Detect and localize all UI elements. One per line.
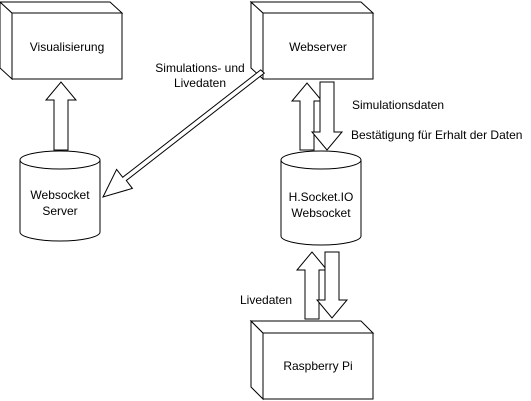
edge-label-sim-live-2: Livedaten — [174, 76, 226, 90]
websocket-server-label-2: Server — [42, 204, 77, 218]
arrow-webserver-to-hsocket — [310, 81, 344, 151]
arrow-hsocket-to-raspberry — [315, 251, 349, 319]
webserver-box: Webserver — [249, 0, 375, 81]
edge-label-simulationsdaten: Simulationsdaten — [352, 98, 444, 112]
webserver-label: Webserver — [289, 40, 347, 54]
visualisierung-box: Visualisierung — [0, 1, 124, 81]
arrow-to-visualisierung — [44, 81, 78, 151]
arrow-hsocket-to-webserver — [290, 82, 324, 151]
edge-label-bestaetigung: Bestätigung für Erhalt der Daten — [351, 128, 522, 142]
hsocket-label-2: Websocket — [291, 206, 351, 220]
hsocket-label-1: H.Socket.IO — [289, 190, 354, 204]
arrow-webserver-to-websocket-server — [102, 69, 266, 198]
raspberry-pi-label: Raspberry Pi — [283, 359, 352, 373]
visualisierung-label: Visualisierung — [30, 40, 105, 54]
websocket-server-cylinder: Websocket Server — [19, 150, 101, 242]
arrow-raspberry-to-hsocket — [295, 251, 329, 320]
edge-label-sim-live-1: Simulations- und — [155, 61, 244, 75]
websocket-server-label-1: Websocket — [30, 188, 90, 202]
edge-label-livedaten: Livedaten — [240, 293, 292, 307]
raspberry-pi-box: Raspberry Pi — [249, 319, 375, 401]
hsocket-cylinder: H.Socket.IO Websocket — [280, 150, 362, 246]
